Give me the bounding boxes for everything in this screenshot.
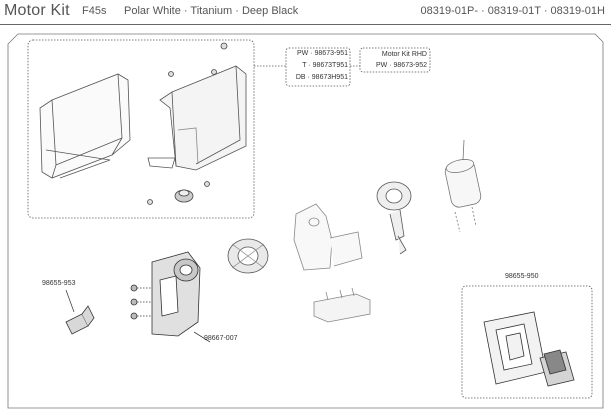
label-switch-kit: 98655-950 (505, 273, 539, 280)
header-divider (0, 24, 611, 25)
small-bracket-leader-line (65, 289, 75, 313)
motor-kit-rhd-title: Motor Kit RHD (381, 51, 427, 58)
model-name: F45s (82, 5, 107, 17)
rotor-drawing (227, 238, 269, 274)
right-cover-drawing (147, 65, 247, 171)
mount-bracket-drawing (293, 203, 363, 271)
page-header: Motor Kit F45s Polar White · Titanium · … (0, 0, 611, 26)
rocker-switch-drawing (539, 349, 575, 387)
cover-parts-box (285, 47, 351, 87)
exploded-view-drawing (7, 33, 604, 409)
cover-screws (147, 42, 228, 205)
cover-part-pw: PW · 98673-951 (297, 50, 348, 57)
label-left-bracket: 98655-953 (42, 280, 76, 287)
left-cover-drawing (39, 73, 131, 179)
gearbox-drawing (130, 251, 201, 337)
cover-part-t: T · 98673T951 (302, 62, 348, 69)
small-bracket-drawing (65, 305, 95, 335)
rail-drawing (313, 287, 371, 323)
motor-drawing (444, 139, 482, 233)
page-title: Motor Kit (4, 2, 70, 19)
label-gearbox: 98667-007 (204, 335, 238, 342)
cover-part-db: DB · 98673H951 (295, 74, 348, 81)
part-codes: 08319-01P- · 08319-01T · 08319-01H (420, 5, 605, 17)
switch-kit-box (461, 285, 593, 399)
color-variants: Polar White · Titanium · Deep Black (124, 5, 299, 17)
cover-group-box (27, 39, 255, 219)
motor-kit-rhd-box (359, 47, 431, 73)
encoder-disk-drawing (376, 181, 412, 255)
motor-kit-rhd-pw: PW · 98673-952 (376, 62, 427, 69)
switch-plate-drawing (483, 311, 547, 385)
gearbox-leader-line (193, 331, 211, 343)
outer-frame (7, 33, 604, 409)
